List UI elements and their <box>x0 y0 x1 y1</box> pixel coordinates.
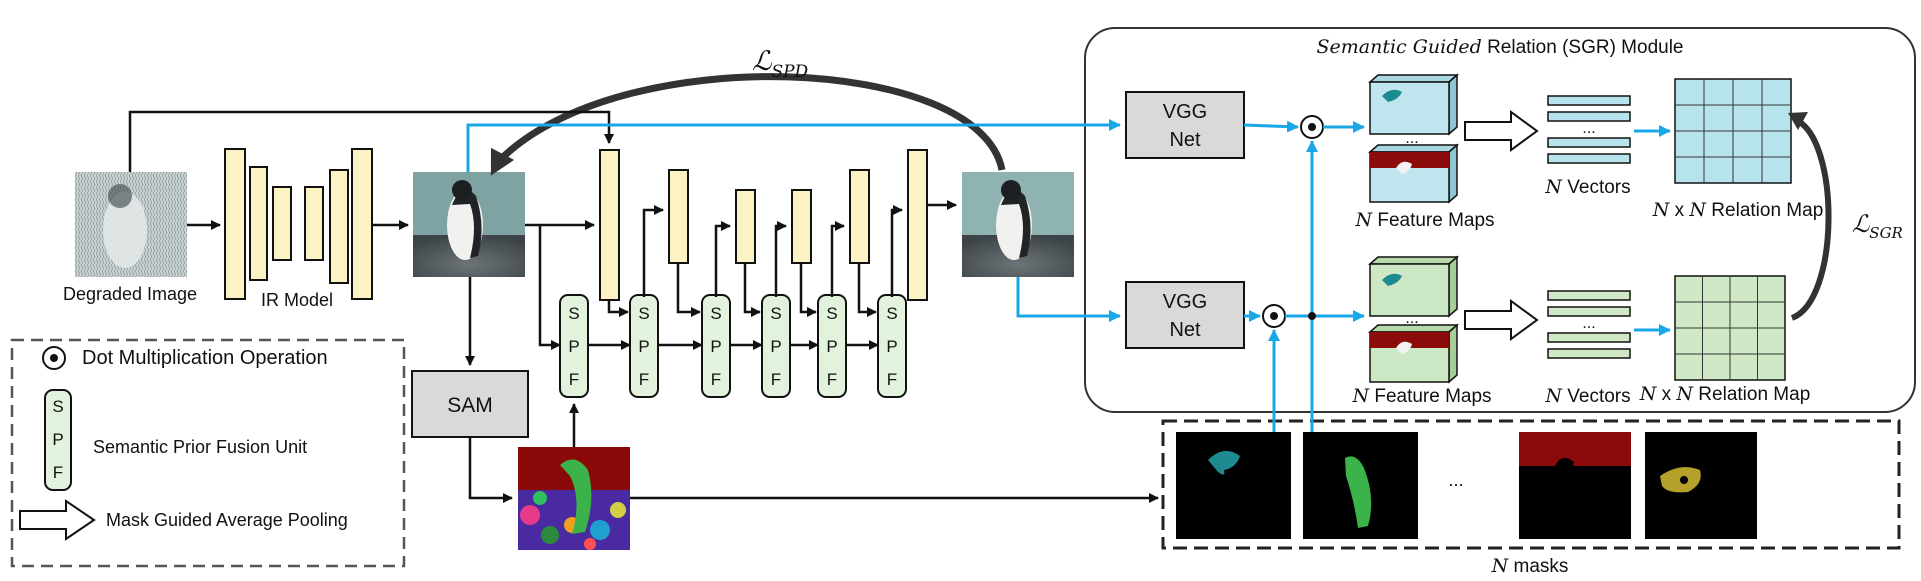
legend-pool-icon <box>19 499 96 541</box>
loss-spd-label: ℒSPD <box>752 46 809 82</box>
mask-tile-4 <box>1645 432 1757 539</box>
spf-letter: F <box>887 370 897 389</box>
relation-map-top <box>1674 78 1792 184</box>
vector-bar <box>1547 111 1631 122</box>
spf-letter: F <box>639 370 649 389</box>
loss-spd-arrow <box>497 73 1006 171</box>
legend-spf-icon: S P F <box>44 389 72 491</box>
spf-unit-4: SPF <box>761 294 791 398</box>
spf-letter: P <box>770 337 781 356</box>
spf-letter: P <box>638 337 649 356</box>
relation-map-caption-top: N x N Relation Map <box>1652 199 1824 221</box>
sam-label: SAM <box>447 394 493 417</box>
svg-text:...: ... <box>1405 310 1418 327</box>
spf-unit-2: SPF <box>629 294 659 398</box>
svg-text:S: S <box>52 397 63 416</box>
vector-bar <box>1547 137 1631 148</box>
spf-letter: S <box>568 304 579 323</box>
degraded-image <box>75 172 187 277</box>
spf-unit-5: SPF <box>817 294 847 398</box>
segmentation-map <box>518 447 630 550</box>
vector-bar <box>1547 153 1631 164</box>
mask-tile-1 <box>1176 432 1291 539</box>
loss-sgr-label: ℒSGR <box>1852 210 1903 242</box>
feature-maps-bottom: ... <box>1368 255 1459 384</box>
sgr-module-title: Semantic Guided Relation (SGR) Module <box>1317 36 1684 58</box>
degraded-image-caption: Degraded Image <box>63 284 197 304</box>
spf-letter: F <box>827 370 837 389</box>
dot-operator-bottom <box>1262 304 1286 328</box>
vector-bar <box>1547 306 1631 317</box>
svg-text:F: F <box>53 463 63 482</box>
vector-bar <box>1547 332 1631 343</box>
pooling-arrow-bottom <box>1464 299 1539 341</box>
mask-tile-3 <box>1519 432 1631 539</box>
vector-bar <box>1547 348 1631 359</box>
restoration-network <box>599 149 928 301</box>
masks-ellipsis: ... <box>1448 470 1463 490</box>
svg-text:...: ... <box>1405 130 1418 147</box>
legend-box <box>10 338 406 568</box>
vectors-ellipsis: ... <box>1582 315 1595 332</box>
spf-unit-6: SPF <box>877 294 907 398</box>
spf-unit-1: SPF <box>559 294 589 398</box>
blue-connections <box>466 119 1671 432</box>
spf-letter: P <box>886 337 897 356</box>
loss-sgr-arrow <box>1790 117 1832 321</box>
vgg-net-bottom <box>1125 281 1245 349</box>
vectors-bottom: ... <box>1547 290 1631 359</box>
vector-bar <box>1547 95 1631 106</box>
vectors-caption-top: N Vectors <box>1544 176 1630 198</box>
vgg-net-bottom-label-1: VGG <box>1163 291 1207 313</box>
vgg-net-top <box>1125 91 1245 159</box>
masks-panel <box>1161 419 1901 550</box>
spf-letter: F <box>711 370 721 389</box>
vgg-net-top-label-1: VGG <box>1163 101 1207 123</box>
junction-dot <box>1308 312 1316 320</box>
restored-image <box>413 172 525 277</box>
feature-maps-caption-top: N Feature Maps <box>1354 209 1494 231</box>
pooling-arrow-top <box>1464 110 1539 152</box>
spf-letter: S <box>638 304 649 323</box>
spf-letter: F <box>569 370 579 389</box>
vectors-caption-bottom: N Vectors <box>1544 385 1630 407</box>
legend-dot-text: Dot Multiplication Operation <box>82 347 328 369</box>
mask-tile-2 <box>1303 432 1418 539</box>
spf-letter: P <box>826 337 837 356</box>
legend-dot-icon <box>42 346 66 370</box>
dot-operator-top <box>1300 115 1324 139</box>
legend-spf-text: Semantic Prior Fusion Unit <box>93 437 307 457</box>
svg-text:P: P <box>52 430 63 449</box>
feature-maps-top: ... <box>1368 73 1459 204</box>
vectors-top: ... <box>1547 95 1631 164</box>
relation-map-bottom <box>1674 275 1786 381</box>
sam-box <box>411 370 529 438</box>
relation-map-caption-bottom: N x N Relation Map <box>1639 383 1811 405</box>
vgg-net-bottom-label-2: Net <box>1169 319 1201 341</box>
spf-letter: S <box>886 304 897 323</box>
black-connections <box>128 110 1159 503</box>
spf-letter: P <box>710 337 721 356</box>
spf-unit-3: SPF <box>701 294 731 398</box>
spf-letter: S <box>770 304 781 323</box>
sgr-module-frame <box>1084 27 1916 413</box>
masks-caption: N masks <box>1491 555 1569 577</box>
spf-letter: S <box>710 304 721 323</box>
output-image <box>962 172 1074 277</box>
spf-letter: S <box>826 304 837 323</box>
legend-pool-text: Mask Guided Average Pooling <box>106 510 348 530</box>
feature-maps-caption-bottom: N Feature Maps <box>1351 385 1491 407</box>
vgg-net-top-label-2: Net <box>1169 129 1201 151</box>
ir-model-caption: IR Model <box>261 290 333 310</box>
spf-letter: P <box>568 337 579 356</box>
vector-bar <box>1547 290 1631 301</box>
vectors-ellipsis: ... <box>1582 120 1595 137</box>
spf-letter: F <box>771 370 781 389</box>
ir-model <box>224 148 373 300</box>
